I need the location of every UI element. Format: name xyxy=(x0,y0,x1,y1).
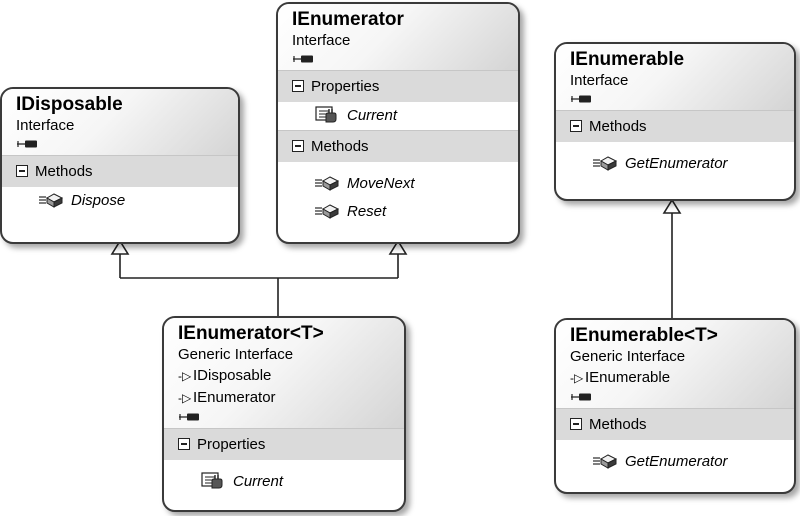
collapse-minus-icon[interactable] xyxy=(570,120,582,132)
collapse-minus-icon[interactable] xyxy=(570,418,582,430)
class-header: IEnumerator Interface xyxy=(278,4,518,70)
spacer xyxy=(556,440,794,448)
interface-lollipop-icon xyxy=(293,55,313,63)
spacer xyxy=(556,142,794,150)
class-kind: Interface xyxy=(570,72,629,89)
class-name: IDisposable xyxy=(16,94,123,115)
inheritance-arrowhead xyxy=(388,239,408,255)
inherits-arrow-icon: -▷ xyxy=(178,391,192,405)
method-cube-icon xyxy=(593,156,618,171)
properties-section-header[interactable]: Properties xyxy=(164,428,404,460)
interface-lollipop-icon xyxy=(571,393,591,401)
section-label: Methods xyxy=(311,138,369,155)
class-kind: Generic Interface xyxy=(570,348,686,365)
method-item-dispose[interactable]: Dispose xyxy=(2,187,238,215)
method-cube-icon xyxy=(315,176,340,191)
class-box-idisposable[interactable]: IDisposable Interface Methods Dispose xyxy=(0,87,240,244)
class-box-ienumerator-generic[interactable]: IEnumerator<T> Generic Interface -▷IDisp… xyxy=(162,316,406,512)
methods-section-header[interactable]: Methods xyxy=(556,408,794,440)
properties-section-header[interactable]: Properties xyxy=(278,70,518,102)
interface-lollipop-icon xyxy=(571,95,591,103)
collapse-minus-icon[interactable] xyxy=(178,438,190,450)
class-box-ienumerable[interactable]: IEnumerable Interface Methods GetEnumera… xyxy=(554,42,796,201)
inheritance-arrowhead xyxy=(662,198,682,214)
property-name: Current xyxy=(347,107,398,124)
inherits-item: -▷IEnumerable xyxy=(570,367,784,389)
methods-section-header[interactable]: Methods xyxy=(278,130,518,162)
section-label: Methods xyxy=(35,163,93,180)
methods-section-header[interactable]: Methods xyxy=(2,155,238,187)
section-label: Methods xyxy=(589,416,647,433)
class-header: IEnumerable<T> Generic Interface -▷IEnum… xyxy=(556,320,794,408)
property-item-current[interactable]: Current xyxy=(164,468,404,496)
section-label: Methods xyxy=(589,118,647,135)
method-name: Reset xyxy=(347,203,387,220)
section-label: Properties xyxy=(197,436,266,453)
method-name: GetEnumerator xyxy=(625,453,728,470)
class-kind: Generic Interface xyxy=(178,346,294,363)
class-name: IEnumerable<T> xyxy=(570,325,718,346)
method-cube-icon xyxy=(39,193,64,208)
class-kind: Interface xyxy=(16,117,75,134)
inherits-item: -▷IDisposable xyxy=(178,365,394,387)
class-header: IDisposable Interface xyxy=(2,89,238,155)
property-name: Current xyxy=(233,473,284,490)
inherits-item: -▷IEnumerator xyxy=(178,387,394,409)
method-item-getenumerator[interactable]: GetEnumerator xyxy=(556,448,794,476)
method-item-getenumerator[interactable]: GetEnumerator xyxy=(556,150,794,178)
interface-lollipop-icon xyxy=(179,413,199,421)
method-name: MoveNext xyxy=(347,175,415,192)
inherits-arrow-icon: -▷ xyxy=(570,371,584,385)
property-hand-icon xyxy=(201,472,223,489)
property-item-current[interactable]: Current xyxy=(278,102,518,130)
methods-section-header[interactable]: Methods xyxy=(556,110,794,142)
class-kind: Interface xyxy=(292,32,351,49)
class-name: IEnumerator xyxy=(292,9,404,30)
inherits-name: IEnumerable xyxy=(585,369,671,386)
spacer xyxy=(278,162,518,170)
inheritance-arrowhead xyxy=(110,239,130,255)
method-name: GetEnumerator xyxy=(625,155,728,172)
interface-lollipop-icon xyxy=(17,140,37,148)
class-header: IEnumerator<T> Generic Interface -▷IDisp… xyxy=(164,318,404,428)
spacer xyxy=(164,460,404,468)
class-name: IEnumerator<T> xyxy=(178,323,324,344)
method-item-movenext[interactable]: MoveNext xyxy=(278,170,518,198)
class-box-ienumerable-generic[interactable]: IEnumerable<T> Generic Interface -▷IEnum… xyxy=(554,318,796,494)
section-label: Properties xyxy=(311,78,380,95)
method-name: Dispose xyxy=(71,192,126,209)
method-item-reset[interactable]: Reset xyxy=(278,198,518,226)
collapse-minus-icon[interactable] xyxy=(292,80,304,92)
collapse-minus-icon[interactable] xyxy=(16,165,28,177)
inherits-name: IEnumerator xyxy=(193,389,276,406)
method-cube-icon xyxy=(593,454,618,469)
class-header: IEnumerable Interface xyxy=(556,44,794,110)
property-hand-icon xyxy=(315,106,337,123)
collapse-minus-icon[interactable] xyxy=(292,140,304,152)
inherits-arrow-icon: -▷ xyxy=(178,369,192,383)
class-box-ienumerator[interactable]: IEnumerator Interface Properties Current… xyxy=(276,2,520,244)
method-cube-icon xyxy=(315,204,340,219)
inherits-name: IDisposable xyxy=(193,367,272,384)
class-name: IEnumerable xyxy=(570,49,685,70)
